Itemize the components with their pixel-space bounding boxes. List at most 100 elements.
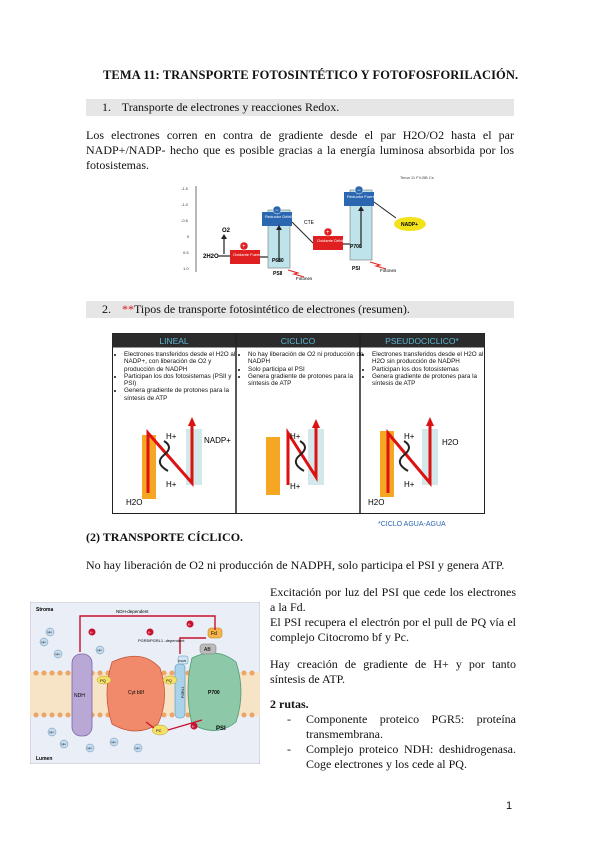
paragraph-intro: Los electrones corren en contra de gradi… — [86, 128, 514, 172]
svg-text:H+: H+ — [166, 432, 177, 441]
header-bar — [112, 333, 485, 348]
ndh-complex — [71, 653, 93, 737]
svg-text:1.0: 1.0 — [183, 266, 189, 271]
psi-complex — [187, 652, 242, 731]
section-number: 1. — [102, 100, 111, 114]
ndh-dependent-label: NDH-dependent — [116, 609, 149, 614]
psi-label: PSI — [216, 726, 226, 732]
svg-text:e-: e- — [192, 725, 196, 729]
fotones-arrow-1 — [287, 269, 305, 278]
svg-text:H2O: H2O — [368, 498, 384, 507]
nadp-label: NADP+ — [401, 222, 418, 228]
page-number: 1 — [506, 800, 513, 812]
figure-corner-label: Tema 11 FV-BB Cs — [400, 175, 434, 180]
paragraph-gradiente: Hay creación de gradiente de H+ y por ta… — [270, 657, 516, 686]
svg-text:0: 0 — [187, 234, 190, 239]
figure-footnote: *CICLO AGUA-AGUA — [378, 521, 446, 528]
svg-text:PC: PC — [156, 728, 162, 733]
minus-icon — [272, 205, 282, 215]
svg-text:-1.5: -1.5 — [181, 186, 189, 191]
section-heading-1: 1. Transporte de electrones y reacciones… — [86, 99, 514, 116]
pgr-dependent-label: PGR5/PGRL1 -dependent — [138, 638, 185, 643]
page-title: TEMA 11: TRANSPORTE FOTOSINTÉTICO Y FOTO… — [103, 68, 519, 82]
svg-text:H2O: H2O — [442, 438, 458, 447]
cyt-b6f-complex — [106, 655, 165, 732]
svg-text:H+: H+ — [404, 480, 415, 489]
routes-heading: 2 rutas. — [270, 697, 309, 711]
electron-markers: e- e- e- e- — [88, 620, 198, 730]
svg-text:−: − — [275, 208, 279, 214]
svg-text:PQ: PQ — [166, 678, 172, 683]
p700-label: P700 — [350, 244, 362, 250]
paragraph-excitacion: Excitación por luz del PSI que cede los … — [270, 585, 516, 614]
svg-text:NADP+: NADP+ — [204, 436, 231, 445]
svg-text:H+: H+ — [88, 747, 93, 751]
reductor-fuerte-box — [344, 192, 374, 206]
svg-text:e-: e- — [90, 631, 94, 635]
svg-text:-1.0: -1.0 — [181, 202, 189, 207]
svg-text:H+: H+ — [166, 480, 177, 489]
section-heading-2: 2. **Tipos de transporte fotosintético d… — [86, 301, 514, 318]
fotones-label-2: Fotones — [380, 268, 397, 273]
svg-text:+: + — [326, 230, 330, 236]
svg-text:AB: AB — [204, 647, 211, 653]
proton-bubbles: H+ H+ H+ H+ H+ H+ H+ H+ H+ — [39, 627, 143, 753]
svg-text:0.5: 0.5 — [183, 250, 189, 255]
pq-ndh — [96, 675, 112, 685]
section-stars: ** — [122, 302, 134, 316]
col-title-lineal: LINEAL — [159, 336, 189, 346]
route-item-pgr5: Componente proteico PGR5: proteína trans… — [270, 712, 516, 742]
svg-text:H2O: H2O — [126, 498, 142, 507]
svg-text:−: − — [357, 188, 361, 194]
lineal-diagram: H+ H+ NADP+ H2O — [126, 417, 231, 507]
ndh-dependent-path — [79, 615, 216, 652]
psii-label: PSII — [273, 271, 283, 277]
h2o-label: 2H2O — [203, 254, 219, 260]
svg-text:-0.5: -0.5 — [181, 218, 189, 223]
svg-text:e-: e- — [188, 623, 192, 627]
nadp-ellipse — [394, 217, 426, 231]
cyclic-transport-figure: Stroma Lumen NDH Cyt b6f PGRL1 PGR5 P700… — [30, 602, 260, 764]
svg-text:H+: H+ — [48, 631, 53, 635]
svg-text:H+: H+ — [42, 641, 47, 645]
ab-protein — [199, 643, 217, 655]
svg-text:H+: H+ — [404, 432, 415, 441]
svg-text:H+: H+ — [290, 482, 301, 491]
lumen-label: Lumen — [36, 756, 52, 762]
svg-text:e-: e- — [148, 631, 152, 635]
plus-icon — [239, 241, 249, 251]
svg-text:Oxidante Débil: Oxidante Débil — [317, 238, 343, 243]
svg-text:H+: H+ — [112, 741, 117, 745]
svg-text:H+: H+ — [62, 743, 67, 747]
transport-types-figure: H+ H+ NADP+ H2O H+ H+ H+ H+ H2O H2O * — [112, 333, 485, 530]
svg-text:PGRL1: PGRL1 — [181, 686, 185, 698]
svg-text:H+: H+ — [98, 649, 103, 653]
psi-label: PSI — [352, 266, 361, 272]
section-number: 2. — [102, 302, 111, 316]
svg-text:NDH: NDH — [74, 693, 85, 699]
col-title-ciclico: CICLICO — [280, 336, 316, 346]
route-item-ndh: Complejo proteico NDH: deshidrogenasa. C… — [270, 742, 516, 772]
o2-label: O2 — [222, 228, 231, 234]
p680-label: P680 — [272, 258, 284, 264]
stroma-label: Stroma — [36, 607, 53, 613]
svg-text:PGR5: PGR5 — [178, 659, 187, 663]
svg-text:H+: H+ — [50, 731, 55, 735]
ciclico-bullets: No hay liberación de O2 ni producción de… — [240, 351, 364, 387]
reductor-debil-box — [262, 212, 292, 226]
oxidante-debil-box — [313, 236, 343, 250]
svg-text:Reductor Fuerte: Reductor Fuerte — [347, 194, 377, 199]
ciclico-diagram: H+ H+ — [266, 419, 324, 495]
pgr5-protein — [177, 655, 189, 665]
svg-text:+: + — [242, 244, 246, 250]
routes-list: Componente proteico PGR5: proteína trans… — [270, 712, 516, 772]
pseudociclico-bullets: Electrones transferidos desde el H2O al … — [364, 351, 488, 387]
section-label: Transporte de electrones y reacciones Re… — [121, 100, 340, 114]
z-scheme-figure: Tema 11 FV-BB Cs -1.5 -1.0 -0.5 0 0.5 1.… — [181, 175, 434, 281]
section-label: Tipos de transporte fotosintético de ele… — [134, 302, 410, 316]
fotones-arrow-2 — [369, 261, 387, 270]
cte-label: CTE — [304, 220, 315, 226]
svg-text:Reductor Débil: Reductor Débil — [265, 214, 292, 219]
svg-text:P700: P700 — [208, 690, 220, 696]
fotones-label-1: Fotones — [296, 276, 313, 281]
